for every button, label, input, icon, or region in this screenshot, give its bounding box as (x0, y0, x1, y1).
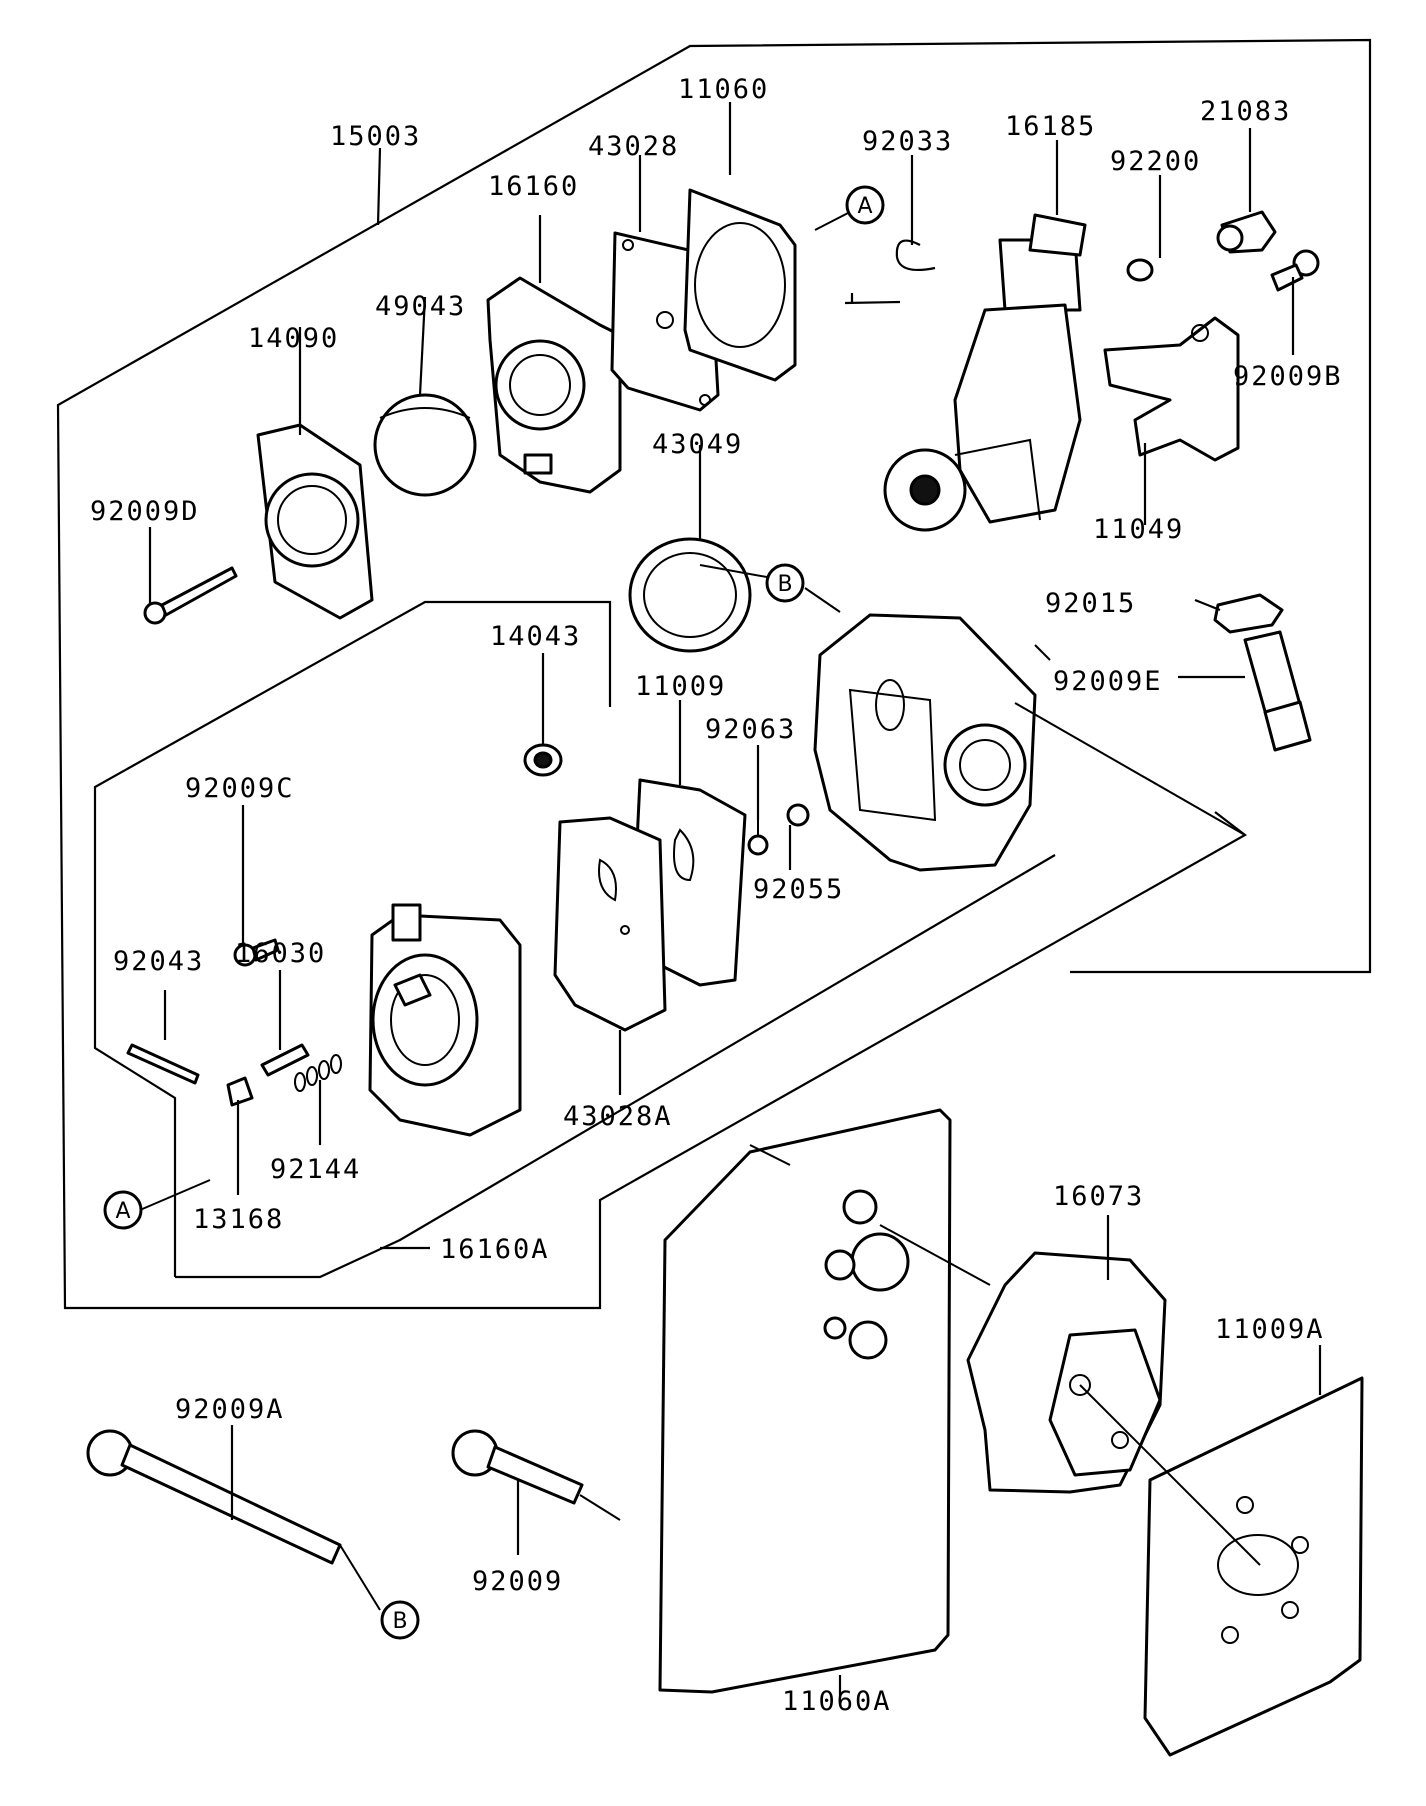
label-92033: 92033 (862, 126, 953, 157)
part-11049-lever (1103, 316, 1240, 462)
part-21083-fitting (1216, 210, 1277, 254)
part-number-labels: 15003 11060 43028 16160 92033 16185 2108… (90, 74, 1343, 1717)
label-92009: 92009 (472, 1566, 563, 1597)
label-21083: 21083 (1200, 96, 1291, 127)
label-16073: 16073 (1053, 1181, 1144, 1212)
part-11009A-gasket (1143, 1376, 1364, 1757)
part-92015-nut (1213, 593, 1284, 634)
part-92043-pin (126, 1043, 200, 1085)
group-outline-16160A (93, 600, 1056, 1279)
label-11049: 11049 (1093, 514, 1184, 545)
label-11060: 11060 (678, 74, 769, 105)
part-16160-pump-cover (486, 276, 622, 494)
callout-a-top: A (845, 185, 885, 225)
label-11009: 11009 (635, 671, 726, 702)
label-16030: 16030 (235, 938, 326, 969)
callout-b-bottom: B (380, 1600, 420, 1640)
label-43049: 43049 (652, 429, 743, 460)
label-92009E: 92009E (1053, 666, 1163, 697)
label-92200: 92200 (1110, 146, 1201, 177)
part-16160A-pump-body (368, 903, 522, 1137)
callout-a-bottom: A (103, 1190, 143, 1230)
part-14043-cap (523, 743, 563, 777)
part-16185-throttle-body (883, 213, 1087, 532)
svg-text:B: B (777, 572, 792, 597)
leader-lines (139, 102, 1322, 1700)
label-43028A: 43028A (563, 1101, 673, 1132)
label-92009C: 92009C (185, 773, 295, 804)
label-92015: 92015 (1045, 588, 1136, 619)
group-outline-15003 (56, 38, 1372, 1310)
part-92009B-screw (1270, 249, 1320, 292)
callout-b-top: B (765, 563, 805, 603)
label-92009A: 92009A (175, 1394, 285, 1425)
svg-text:B: B (392, 1609, 407, 1634)
label-16160A: 16160A (440, 1234, 550, 1265)
label-92043: 92043 (113, 946, 204, 977)
part-92055-oring (786, 803, 810, 827)
label-49043: 49043 (375, 291, 466, 322)
group-outline-11049 (844, 293, 901, 305)
label-16185: 16185 (1005, 111, 1096, 142)
label-92009D: 92009D (90, 496, 200, 527)
label-14043: 14043 (490, 621, 581, 652)
part-16030-needle (260, 1043, 310, 1077)
label-13168: 13168 (193, 1204, 284, 1235)
label-92009B: 92009B (1233, 361, 1343, 392)
part-49043-primer-bulb (373, 393, 477, 497)
label-15003: 15003 (330, 121, 421, 152)
part-13168-lever (226, 1076, 254, 1107)
label-16160: 16160 (488, 171, 579, 202)
svg-text:A: A (857, 194, 872, 219)
part-92200-washer (1126, 258, 1154, 282)
part-92009A-bolt (86, 1429, 342, 1565)
label-92055: 92055 (753, 874, 844, 905)
part-92009D-screw (143, 566, 238, 625)
part-43028A-gasket (553, 816, 667, 1032)
label-92063: 92063 (705, 714, 796, 745)
part-14090-flange (256, 423, 374, 620)
part-92144-spring (294, 1054, 342, 1092)
label-43028: 43028 (588, 131, 679, 162)
part-92063-needle (747, 820, 769, 856)
part-11060A-plate (658, 1108, 952, 1694)
label-11060A: 11060A (782, 1686, 892, 1717)
label-14090: 14090 (248, 323, 339, 354)
label-11009A: 11009A (1215, 1314, 1325, 1345)
part-92033-clip (895, 239, 936, 272)
svg-text:A: A (115, 1199, 130, 1224)
part-92009E-adjust-screw (1243, 630, 1312, 752)
part-11060-diaphragm (683, 188, 797, 382)
part-16073-insulator (966, 1251, 1167, 1494)
part-43049-ring (628, 537, 752, 653)
part-carburetor-body (813, 613, 1037, 872)
part-92009C-screw (233, 938, 280, 967)
part-92009-bolt (451, 1429, 584, 1505)
label-92144: 92144 (270, 1154, 361, 1185)
